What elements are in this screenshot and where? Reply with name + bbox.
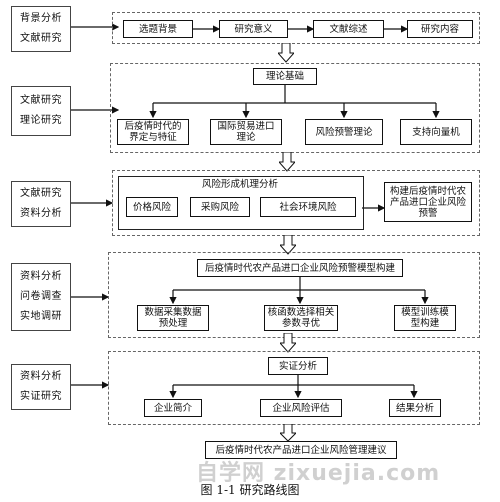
left-label-5: 资料分析 实证研究 [11,364,71,410]
left-label-text: 背景分析 [20,13,62,24]
left-label-2: 文献研究 理论研究 [11,86,71,136]
left-label-4: 资料分析 问卷调查 实地调研 [11,263,71,331]
left-label-text: 资料分析 [20,271,62,282]
watermark: 自学网 zixuejia.com [196,461,441,486]
left-label-text: 问卷调查 [20,291,62,302]
row3-item-3: 社会环境风险 [260,197,356,217]
flow-down-arrow-icon [280,235,296,255]
row5-item-3: 结果分析 [389,399,441,417]
left-label-1: 背景分析 文献研究 [11,6,71,52]
flow-down-arrow-icon [280,333,296,353]
final-box: 后疫情时代农产品进口企业风险管理建议 [205,441,397,459]
figure-caption: 图 1-1 研究路线图 [200,483,300,497]
row2-item-3: 风险预警理论 [305,119,383,145]
left-label-text: 文献研究 [20,95,62,106]
row1-item-1: 选题背景 [123,20,193,38]
row3-item-2: 采购风险 [190,197,250,217]
row5-item-2: 企业风险评估 [260,399,342,417]
row3-right-box: 构建后疫情时代农产品进口企业风险预警 [384,182,472,222]
row2-group [110,63,480,153]
row3-group [112,170,480,236]
row3-group-title: 风险形成机理分析 [201,178,278,190]
row1-item-2: 研究意义 [219,20,288,38]
row4-item-2: 核函数选择相关参数寻优 [264,305,338,331]
row5-item-1: 企业简介 [144,399,202,417]
flow-down-arrow-icon [280,424,296,442]
left-label-text: 资料分析 [20,371,62,382]
row2-item-2: 国际贸易进口理论 [210,119,282,145]
flow-down-arrow-icon [279,152,295,172]
left-label-text: 文献研究 [20,33,62,44]
left-label-text: 实证研究 [20,391,62,402]
left-label-3: 文献研究 资料分析 [11,181,71,227]
row4-group [108,252,480,338]
row5-title: 实证分析 [268,357,328,375]
flow-down-arrow-icon [278,43,294,63]
row4-item-1: 数据采集数据预处理 [137,305,209,331]
row1-group [112,12,480,44]
row5-group [108,351,480,425]
row1-item-4: 研究内容 [407,20,473,38]
risk-mechanism-group [118,176,364,230]
row2-item-4: 支持向量机 [400,119,472,145]
row1-item-3: 文献综述 [313,20,384,38]
row4-title: 后疫情时代农产品进口企业风险预警模型构建 [197,259,403,277]
left-label-text: 实地调研 [20,311,62,322]
left-label-text: 资料分析 [20,208,62,219]
left-label-text: 文献研究 [20,188,62,199]
row4-item-3: 模型训练模型构建 [394,305,456,331]
row2-item-1: 后疫情时代的界定与特征 [117,119,189,145]
row2-title: 理论基础 [253,68,317,85]
row3-item-1: 价格风险 [126,197,178,217]
left-label-text: 理论研究 [20,115,62,126]
